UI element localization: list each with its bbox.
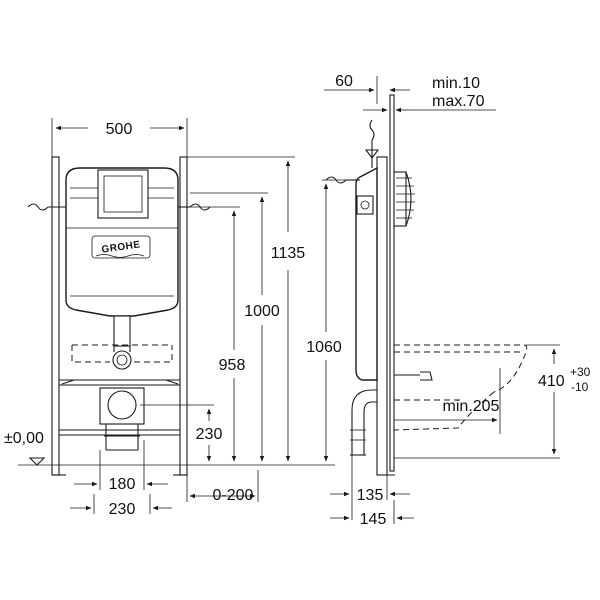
dim-width-180: 180 — [74, 440, 168, 493]
side-top-supply — [325, 119, 380, 184]
label-230-height: 230 — [196, 426, 223, 443]
dim-min-205: min.205 — [394, 368, 501, 434]
label-500: 500 — [106, 121, 133, 138]
label-tolerance-minus: -10 — [571, 380, 589, 394]
side-view: 60 min.10 max.70 1060 410 +30 -10 — [306, 73, 590, 528]
floor-line: ±0,00 — [4, 430, 335, 466]
side-frame-profile — [376, 94, 395, 476]
label-145: 145 — [360, 511, 387, 528]
frame-uprights — [51, 156, 188, 476]
label-tolerance-plus: +30 — [570, 365, 591, 379]
label-410: 410 — [538, 373, 565, 390]
label-1060: 1060 — [306, 339, 342, 356]
flush-plate-opening — [97, 169, 149, 219]
grohe-logo: GROHE — [91, 235, 151, 259]
cistern-tank — [65, 167, 179, 317]
dim-height-1060: 1060 — [306, 179, 346, 462]
dim-min10-max70: min.10 max.70 — [363, 75, 496, 113]
side-toilet-pan — [393, 344, 528, 431]
label-60: 60 — [335, 73, 353, 90]
dim-range-0-200: 0-200 — [186, 470, 259, 504]
label-min-205: min.205 — [443, 398, 500, 415]
label-230-width: 230 — [109, 501, 136, 518]
dim-height-1000: 1000 — [190, 192, 280, 462]
side-cistern — [355, 166, 378, 381]
flush-pipe — [112, 315, 132, 370]
drain-elbow-front — [99, 387, 145, 451]
dim-depth-145: 145 — [330, 500, 414, 528]
front-view: GROHE — [4, 118, 335, 518]
logo-text: GROHE — [101, 239, 141, 255]
label-135: 135 — [357, 487, 384, 504]
dim-depth-60: 60 — [324, 73, 410, 104]
dim-depth-135: 135 — [330, 455, 410, 520]
side-drain-elbow — [350, 389, 377, 456]
dim-height-410: 410 +30 -10 — [394, 344, 591, 459]
label-0-200: 0-200 — [213, 487, 254, 504]
side-flush-plate — [393, 171, 415, 227]
dim-width-500: 500 — [51, 118, 188, 157]
label-958: 958 — [219, 357, 246, 374]
label-max-70: max.70 — [432, 93, 485, 110]
label-180: 180 — [109, 476, 136, 493]
frame-feet — [61, 379, 179, 385]
label-1000: 1000 — [244, 303, 280, 320]
toilet-outline-front — [71, 344, 173, 363]
dim-height-230: 230 — [140, 404, 223, 462]
frame-crossbars — [59, 379, 180, 436]
dim-width-230: 230 — [70, 494, 172, 518]
label-min-10: min.10 — [432, 75, 480, 92]
label-1135: 1135 — [271, 245, 306, 262]
label-floor-level: ±0,00 — [4, 430, 44, 447]
dim-height-1135: 1135 — [184, 156, 306, 462]
dim-height-958: 958 — [190, 206, 246, 462]
